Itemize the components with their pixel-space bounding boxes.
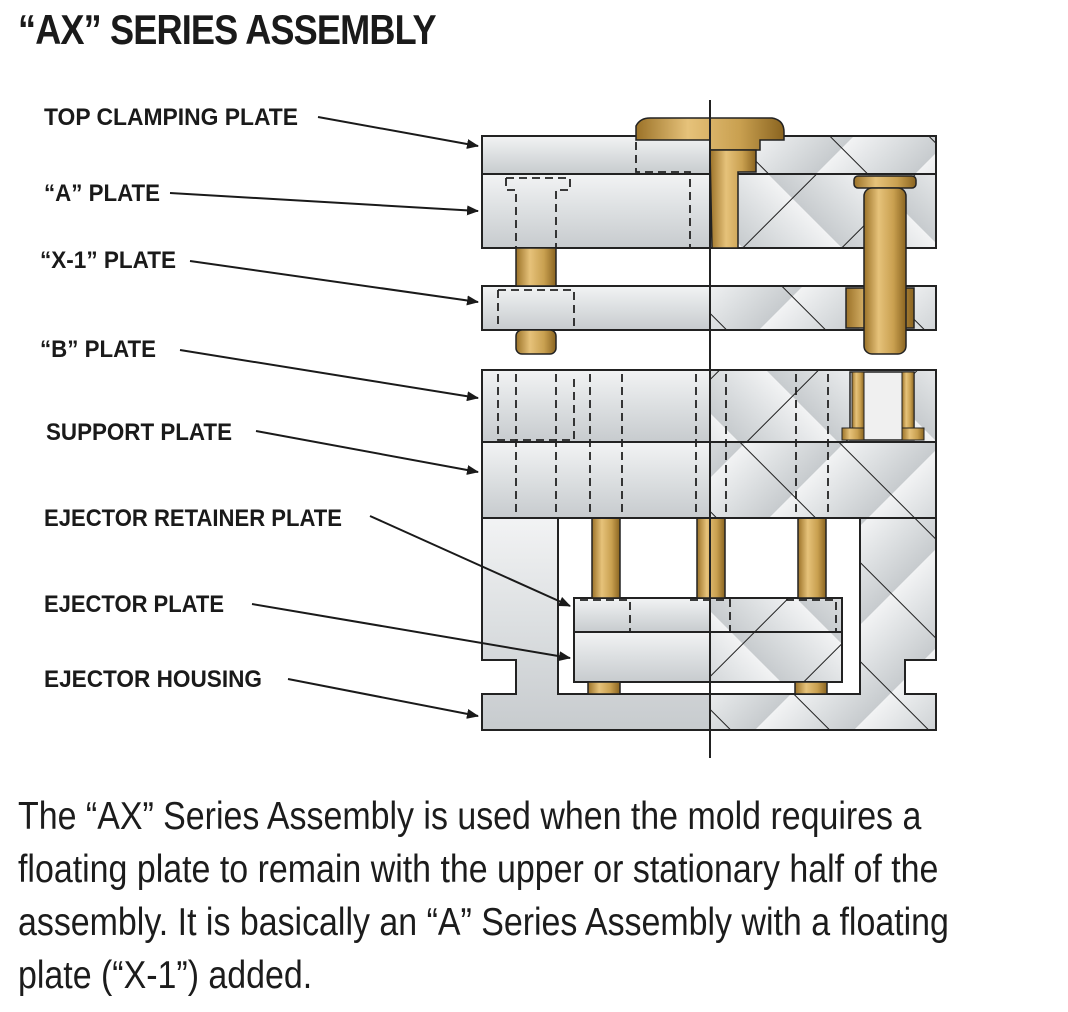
- label-a-plate: “A” PLATE: [44, 180, 160, 207]
- leader-pin-head: [853, 175, 917, 189]
- guide-pin: [515, 329, 557, 355]
- sprue-bushing: [709, 149, 757, 249]
- stop-pin: [587, 681, 621, 695]
- label-b-plate: “B” PLATE: [40, 336, 156, 363]
- label-ejector-plate: EJECTOR PLATE: [44, 591, 224, 618]
- description-paragraph: The “AX” Series Assembly is used when th…: [18, 795, 949, 997]
- label-top-clamping-plate: TOP CLAMPING PLATE: [44, 104, 298, 131]
- page-title: “AX” SERIES ASSEMBLY: [18, 6, 437, 53]
- ejector-housing: [481, 517, 937, 731]
- ejector-retainer-plate: [573, 597, 843, 633]
- ejector-pin: [797, 517, 827, 599]
- hidden-lines: [497, 142, 837, 632]
- stop-pin: [794, 681, 828, 695]
- label-support-plate: SUPPORT PLATE: [46, 419, 232, 446]
- mold-assembly-diagram: TOP CLAMPING PLATE “A” PLATE “X-1” PLATE…: [40, 100, 937, 758]
- label-ejector-housing: EJECTOR HOUSING: [44, 666, 262, 693]
- label-ejector-retainer-plate: EJECTOR RETAINER PLATE: [44, 505, 342, 532]
- ejector-plate: [573, 631, 843, 683]
- ejector-pin: [591, 517, 621, 599]
- label-x1-plate: “X-1” PLATE: [40, 247, 176, 274]
- leader-pin: [863, 187, 907, 355]
- leader-arrows: [169, 116, 571, 719]
- guide-pin: [515, 247, 557, 287]
